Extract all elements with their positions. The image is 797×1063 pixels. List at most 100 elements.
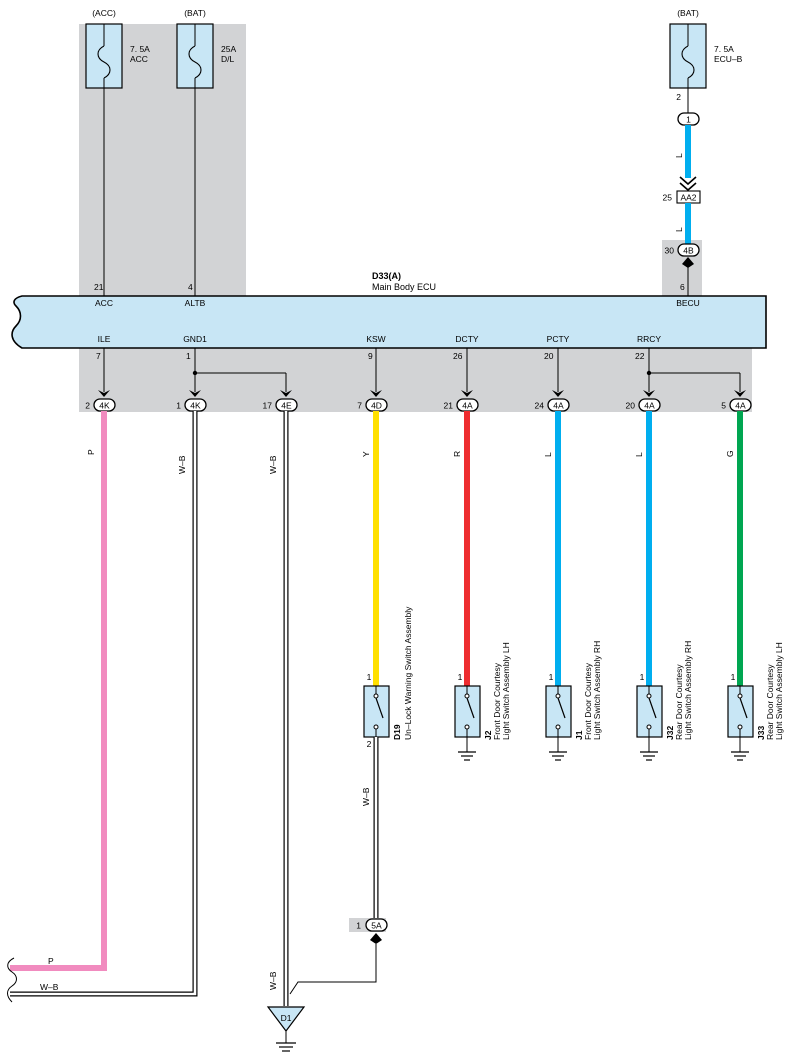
- fuse-symbol: [188, 45, 202, 79]
- wire-label: W–B: [268, 455, 278, 474]
- connector-4b-label: 4B: [683, 246, 694, 256]
- fuse-acc-source: (ACC): [92, 8, 116, 18]
- connector-4b: [677, 243, 700, 257]
- switch-pin-top: 1: [367, 672, 372, 682]
- fuse-dl-rating: 25A: [221, 44, 236, 54]
- wire-label: W–B: [361, 787, 371, 806]
- connector-label: 4K: [99, 401, 110, 411]
- ecu-pin-number: 22: [635, 351, 645, 361]
- offpage-p-label: P: [48, 956, 54, 966]
- ecu-pin-name: BECU: [676, 298, 700, 308]
- ecu-pin-number: 4: [188, 282, 193, 292]
- switch-d19: 1 2 D19 Un–Lock Warning Switch Assembly: [363, 606, 413, 749]
- fuse-ecub-rating: 7. 5A: [714, 44, 734, 54]
- connector-label: 4E: [281, 401, 292, 411]
- wire-label: R: [452, 451, 462, 457]
- wire-color-l-2: L: [674, 227, 684, 232]
- ground-d1: D1: [266, 1006, 306, 1052]
- branch-5: 4A 24: [535, 390, 570, 412]
- switch-pin-top: 1: [640, 672, 645, 682]
- switch-ref: J1: [574, 730, 584, 740]
- main-body-ecu: D33(A) Main Body ECU 21 ACC 4 ALTB 6 BEC…: [11, 271, 767, 361]
- wire-color-l-1: L: [674, 153, 684, 158]
- switch-pin-top: 1: [731, 672, 736, 682]
- connector-label: 5A: [371, 921, 382, 931]
- offpage-break-mark: [7, 957, 17, 1003]
- wire-label: L: [543, 452, 553, 457]
- d19-ground-path: W–B 5A 1: [289, 737, 388, 995]
- branch-connectors: 4K 2 4K 1 4E 17 4D 7 4A 21: [85, 390, 752, 412]
- connector-4b-pin: 30: [665, 246, 675, 256]
- switch-pin-top: 1: [458, 672, 463, 682]
- connector-label: 4A: [462, 401, 473, 411]
- switch-name-line1: Rear Door Courtesy: [765, 664, 775, 740]
- connector-label: 4A: [735, 401, 746, 411]
- fuse-ecub-name: ECU–B: [714, 54, 743, 64]
- wire-pink: [10, 411, 107, 971]
- fuse-ecub: (BAT) 7. 5A ECU–B: [669, 8, 743, 89]
- fuse-ecub-source: (BAT): [677, 8, 699, 18]
- fuse-pin-2: 2: [676, 92, 681, 102]
- switch-name-line2: Light Switch Assembly LH: [774, 642, 784, 740]
- wire-label: P: [86, 449, 96, 455]
- switch-pin-top: 1: [549, 672, 554, 682]
- switch-name-line1: Front Door Courtesy: [583, 662, 593, 740]
- switch-j1: 1 J1 Front Door Courtesy Light Switch As…: [545, 641, 602, 761]
- ecu-pin-name: KSW: [366, 334, 385, 344]
- fuse-acc-rating: 7. 5A: [130, 44, 150, 54]
- connector-pin: 1: [176, 401, 181, 411]
- splice-dot: [646, 370, 652, 376]
- connector-pin: 7: [357, 401, 362, 411]
- fuse-symbol: [681, 45, 695, 79]
- splice-dot: [192, 370, 198, 376]
- ecu-pin-number: 7: [96, 351, 101, 361]
- switch-name-line2: Light Switch Assembly LH: [501, 642, 511, 740]
- ecu-pin-name: RRCY: [637, 334, 661, 344]
- switch-ref: J2: [483, 730, 493, 740]
- connector-pin: 2: [85, 401, 90, 411]
- ground-point-label: D1: [281, 1013, 292, 1023]
- fuse-acc-name: ACC: [130, 54, 148, 64]
- connector-pin: 21: [444, 401, 454, 411]
- fuse-acc: (ACC) 7. 5A ACC: [85, 8, 150, 89]
- branch-4: 4A 21: [444, 390, 479, 412]
- ecu-pin-name: DCTY: [455, 334, 478, 344]
- wire-label: W–B: [177, 455, 187, 474]
- switch-j32: 1 J32 Rear Door Courtesy Light Switch As…: [636, 641, 693, 761]
- wire-label: L: [634, 452, 644, 457]
- switch-name-line1: Rear Door Courtesy: [674, 664, 684, 740]
- branch-7: 4A 5: [721, 390, 752, 412]
- branch-3: 4D 7: [357, 390, 388, 412]
- switch-j33: 1 J33 Rear Door Courtesy Light Switch As…: [727, 642, 784, 761]
- ecu-output-stubs: [103, 348, 741, 392]
- ecu-pin-name: GND1: [183, 334, 207, 344]
- ecu-pin-number: 9: [368, 351, 373, 361]
- wire-label: G: [725, 450, 735, 457]
- connector-aa2-label: AA2: [680, 193, 696, 203]
- becu-path: 2 1 L AA2 25 L 4B 30: [663, 88, 701, 296]
- connector-1-label: 1: [686, 115, 691, 125]
- connector-pin: 20: [626, 401, 636, 411]
- fuse-dl-name: D/L: [221, 54, 235, 64]
- ecu-pin-number: 26: [453, 351, 463, 361]
- connector-label: 4K: [190, 401, 201, 411]
- ecu-name: Main Body ECU: [372, 282, 436, 292]
- offpage-wb-label: W–B: [40, 982, 59, 992]
- switch-ref: J33: [756, 726, 766, 740]
- connector-pin: 1: [356, 921, 361, 931]
- connector-pin: 17: [263, 401, 273, 411]
- switch-name-line1: Front Door Courtesy: [492, 662, 502, 740]
- ecu-pin-number: 21: [94, 282, 104, 292]
- fuse-dl: (BAT) 25A D/L: [176, 8, 236, 89]
- ecu-pin-name: PCTY: [547, 334, 570, 344]
- switch-ref: J32: [665, 726, 675, 740]
- aa2-pin: 25: [663, 193, 673, 203]
- connector-label: 4A: [553, 401, 564, 411]
- ground-wire-label: W–B: [268, 971, 278, 990]
- connector-pin: 24: [535, 401, 545, 411]
- branch-0: 4K 2: [85, 390, 116, 412]
- switch-ref: D19: [392, 724, 402, 740]
- inline-connector-arrow: [679, 176, 697, 192]
